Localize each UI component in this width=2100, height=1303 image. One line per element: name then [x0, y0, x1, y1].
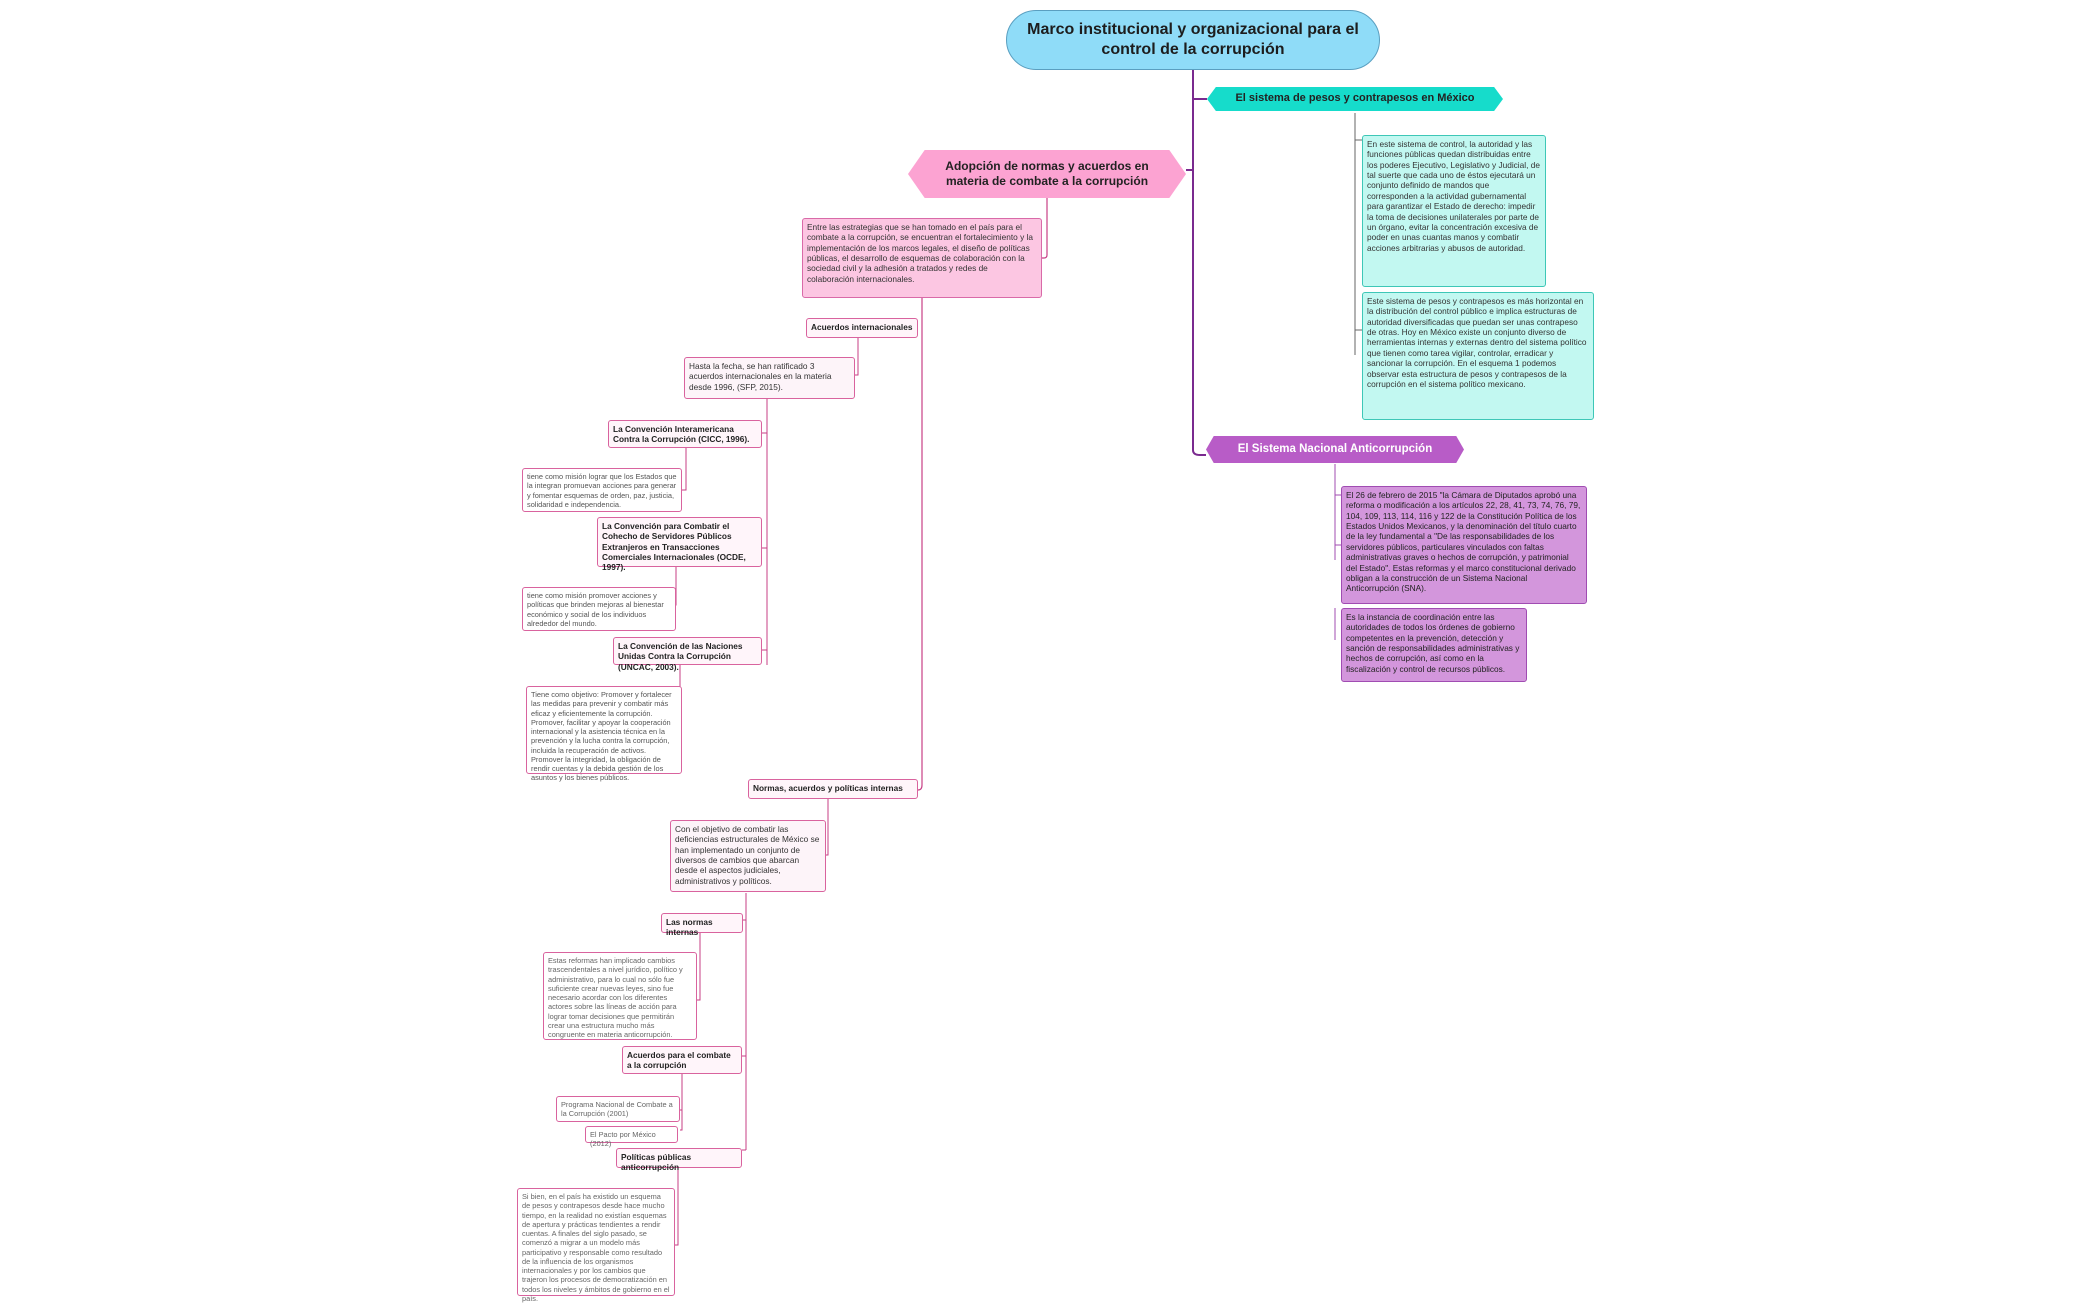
politicas-publicas-label[interactable]: Políticas públicas anticorrupción	[616, 1148, 742, 1172]
uncac-text[interactable]: Tiene como objetivo: Promover y fortalec…	[526, 686, 682, 782]
branch-sistema-nacional-anticorrupcion[interactable]: El Sistema Nacional Anticorrupción	[1206, 436, 1464, 463]
branch-pesos-contrapesos[interactable]: El sistema de pesos y contrapesos en Méx…	[1207, 87, 1503, 111]
cicc-label[interactable]: La Convención Interamericana Contra la C…	[608, 420, 762, 448]
pacto-por-mexico-item[interactable]: El Pacto por México (2012)	[585, 1126, 678, 1148]
uncac-label[interactable]: La Convención de las Naciones Unidas Con…	[613, 637, 762, 672]
root-topic[interactable]: Marco institucional y organizacional par…	[1006, 10, 1380, 70]
branch-adopcion-normas[interactable]: Adopción de normas y acuerdos en materia…	[908, 150, 1186, 198]
sna-description-2[interactable]: Es la instancia de coordinación entre la…	[1341, 608, 1527, 682]
acuerdos-internacionales-label[interactable]: Acuerdos internacionales	[806, 318, 918, 338]
pesos-description-1[interactable]: En este sistema de control, la autoridad…	[1362, 135, 1546, 287]
normas-internas-politicas-label[interactable]: Normas, acuerdos y políticas internas	[748, 779, 918, 799]
adopcion-intro[interactable]: Entre las estrategias que se han tomado …	[802, 218, 1042, 298]
cicc-text[interactable]: tiene como misión lograr que los Estados…	[522, 468, 682, 512]
ocde-label[interactable]: La Convención para Combatir el Cohecho d…	[597, 517, 762, 572]
programa-nacional-item[interactable]: Programa Nacional de Combate a la Corrup…	[556, 1096, 680, 1122]
acuerdos-internacionales-text[interactable]: Hasta la fecha, se han ratificado 3 acue…	[684, 357, 855, 399]
pesos-description-2[interactable]: Este sistema de pesos y contrapesos es m…	[1362, 292, 1594, 420]
normas-internas-label[interactable]: Las normas internas	[661, 913, 743, 937]
acuerdos-combate-label[interactable]: Acuerdos para el combate a la corrupción	[622, 1046, 742, 1074]
ocde-text[interactable]: tiene como misión promover acciones y po…	[522, 587, 676, 631]
normas-description[interactable]: Con el objetivo de combatir las deficien…	[670, 820, 826, 892]
sna-description-1[interactable]: El 26 de febrero de 2015 "la Cámara de D…	[1341, 486, 1587, 604]
normas-internas-text[interactable]: Estas reformas han implicado cambios tra…	[543, 952, 697, 1040]
politicas-publicas-text[interactable]: Si bien, en el país ha existido un esque…	[517, 1188, 675, 1303]
